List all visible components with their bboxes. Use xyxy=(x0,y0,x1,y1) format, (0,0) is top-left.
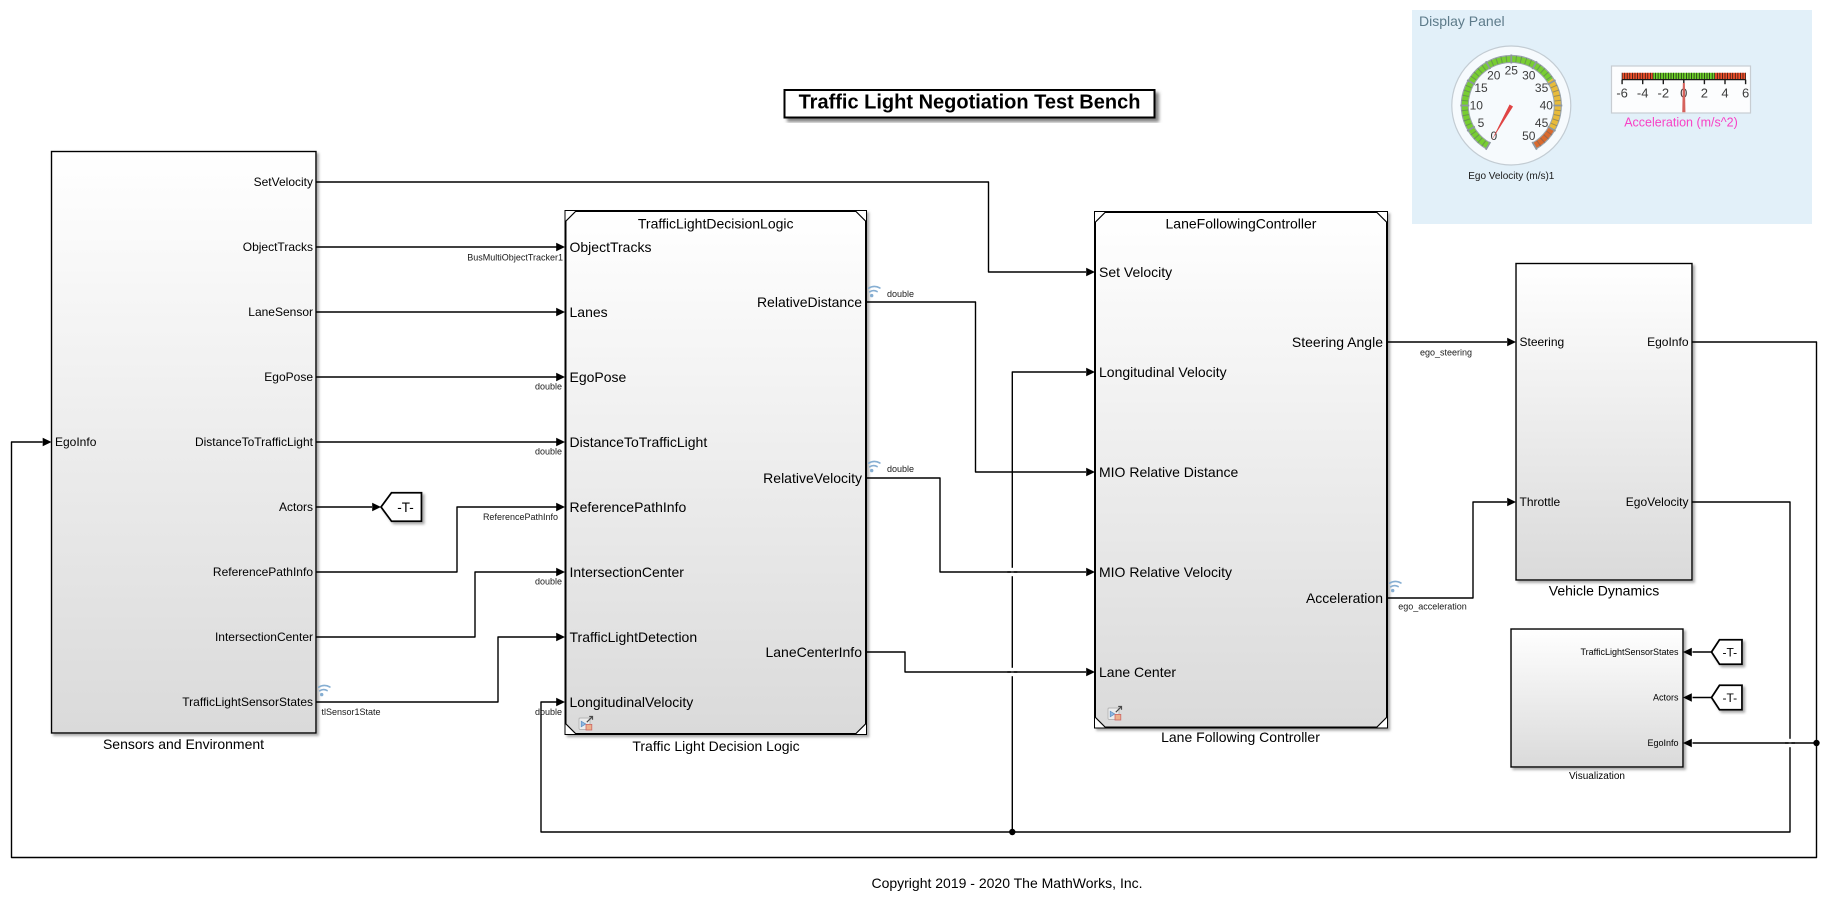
svg-text:Set Velocity: Set Velocity xyxy=(1099,264,1172,280)
svg-text:EgoPose: EgoPose xyxy=(264,370,313,384)
svg-text:Lanes: Lanes xyxy=(570,304,608,320)
svg-text:ReferencePathInfo: ReferencePathInfo xyxy=(483,512,558,522)
svg-text:LaneFollowingController: LaneFollowingController xyxy=(1166,216,1317,232)
svg-text:Lane Following Controller: Lane Following Controller xyxy=(1161,729,1320,745)
svg-text:BusMultiObjectTracker1: BusMultiObjectTracker1 xyxy=(467,253,563,263)
svg-text:Traffic Light Decision Logic: Traffic Light Decision Logic xyxy=(632,738,799,754)
svg-text:RelativeVelocity: RelativeVelocity xyxy=(763,470,862,486)
svg-text:MIO Relative Velocity: MIO Relative Velocity xyxy=(1099,564,1232,580)
svg-text:Lane Center: Lane Center xyxy=(1099,664,1176,680)
svg-text:5: 5 xyxy=(1478,116,1485,130)
svg-text:TrafficLightDecisionLogic: TrafficLightDecisionLogic xyxy=(638,216,794,232)
svg-text:EgoInfo: EgoInfo xyxy=(55,435,97,449)
svg-text:TrafficLightDetection: TrafficLightDetection xyxy=(570,629,698,645)
svg-text:double: double xyxy=(535,447,562,457)
svg-text:double: double xyxy=(535,382,562,392)
svg-text:35: 35 xyxy=(1535,81,1549,95)
svg-text:Steering: Steering xyxy=(1520,335,1565,349)
svg-text:Actors: Actors xyxy=(279,500,313,514)
svg-text:EgoVelocity: EgoVelocity xyxy=(1626,495,1689,509)
svg-text:10: 10 xyxy=(1470,99,1484,113)
svg-text:double: double xyxy=(535,577,562,587)
svg-text:25: 25 xyxy=(1505,64,1519,78)
svg-text:EgoPose: EgoPose xyxy=(570,369,627,385)
svg-text:ReferencePathInfo: ReferencePathInfo xyxy=(213,565,313,579)
svg-text:LaneCenterInfo: LaneCenterInfo xyxy=(765,644,862,660)
svg-text:Visualization: Visualization xyxy=(1569,771,1625,782)
svg-text:tlSensor1State: tlSensor1State xyxy=(321,707,380,717)
svg-text:20: 20 xyxy=(1487,68,1501,82)
svg-text:Acceleration: Acceleration xyxy=(1306,590,1383,606)
svg-text:Traffic Light Negotiation Test: Traffic Light Negotiation Test Bench xyxy=(799,92,1141,114)
svg-text:double: double xyxy=(887,464,914,474)
svg-text:TrafficLightSensorStates: TrafficLightSensorStates xyxy=(182,695,313,709)
svg-text:4: 4 xyxy=(1721,86,1728,101)
svg-text:Ego Velocity (m/s)1: Ego Velocity (m/s)1 xyxy=(1468,171,1555,182)
svg-text:LongitudinalVelocity: LongitudinalVelocity xyxy=(570,694,694,710)
svg-text:15: 15 xyxy=(1474,81,1488,95)
svg-text:-T-: -T- xyxy=(1722,691,1737,705)
svg-text:IntersectionCenter: IntersectionCenter xyxy=(215,630,313,644)
svg-text:2: 2 xyxy=(1701,86,1708,101)
svg-text:IntersectionCenter: IntersectionCenter xyxy=(570,564,685,580)
svg-text:Display Panel: Display Panel xyxy=(1419,13,1505,29)
svg-text:-T-: -T- xyxy=(1722,645,1737,659)
svg-text:ObjectTracks: ObjectTracks xyxy=(570,239,652,255)
svg-text:Vehicle Dynamics: Vehicle Dynamics xyxy=(1549,583,1660,599)
svg-text:45: 45 xyxy=(1535,116,1549,130)
svg-text:Steering Angle: Steering Angle xyxy=(1292,334,1383,350)
svg-text:40: 40 xyxy=(1540,99,1554,113)
svg-text:50: 50 xyxy=(1522,129,1536,143)
svg-text:-T-: -T- xyxy=(397,500,414,515)
svg-text:LaneSensor: LaneSensor xyxy=(248,305,313,319)
svg-text:Throttle: Throttle xyxy=(1520,495,1561,509)
svg-text:DistanceToTrafficLight: DistanceToTrafficLight xyxy=(570,434,708,450)
svg-text:MIO Relative Distance: MIO Relative Distance xyxy=(1099,464,1238,480)
svg-text:Actors: Actors xyxy=(1653,693,1679,703)
svg-text:RelativeDistance: RelativeDistance xyxy=(757,294,862,310)
svg-text:EgoInfo: EgoInfo xyxy=(1647,738,1678,748)
svg-text:ego_steering: ego_steering xyxy=(1420,348,1472,358)
svg-text:DistanceToTrafficLight: DistanceToTrafficLight xyxy=(195,435,314,449)
svg-text:-6: -6 xyxy=(1616,86,1628,101)
svg-text:double: double xyxy=(535,707,562,717)
svg-text:ReferencePathInfo: ReferencePathInfo xyxy=(570,499,687,515)
svg-text:Copyright 2019 - 2020 The Math: Copyright 2019 - 2020 The MathWorks, Inc… xyxy=(871,875,1142,891)
svg-text:Acceleration (m/s^2): Acceleration (m/s^2) xyxy=(1624,116,1738,130)
svg-text:TrafficLightSensorStates: TrafficLightSensorStates xyxy=(1580,647,1679,657)
svg-text:Longitudinal Velocity: Longitudinal Velocity xyxy=(1099,364,1227,380)
svg-text:ego_acceleration: ego_acceleration xyxy=(1398,602,1467,612)
svg-text:-4: -4 xyxy=(1637,86,1649,101)
svg-text:ObjectTracks: ObjectTracks xyxy=(243,240,313,254)
svg-text:-2: -2 xyxy=(1658,86,1670,101)
svg-text:double: double xyxy=(887,289,914,299)
svg-text:6: 6 xyxy=(1742,86,1749,101)
svg-text:SetVelocity: SetVelocity xyxy=(254,175,313,189)
svg-text:EgoInfo: EgoInfo xyxy=(1647,335,1689,349)
svg-text:Sensors and Environment: Sensors and Environment xyxy=(103,736,264,752)
svg-text:30: 30 xyxy=(1522,68,1536,82)
